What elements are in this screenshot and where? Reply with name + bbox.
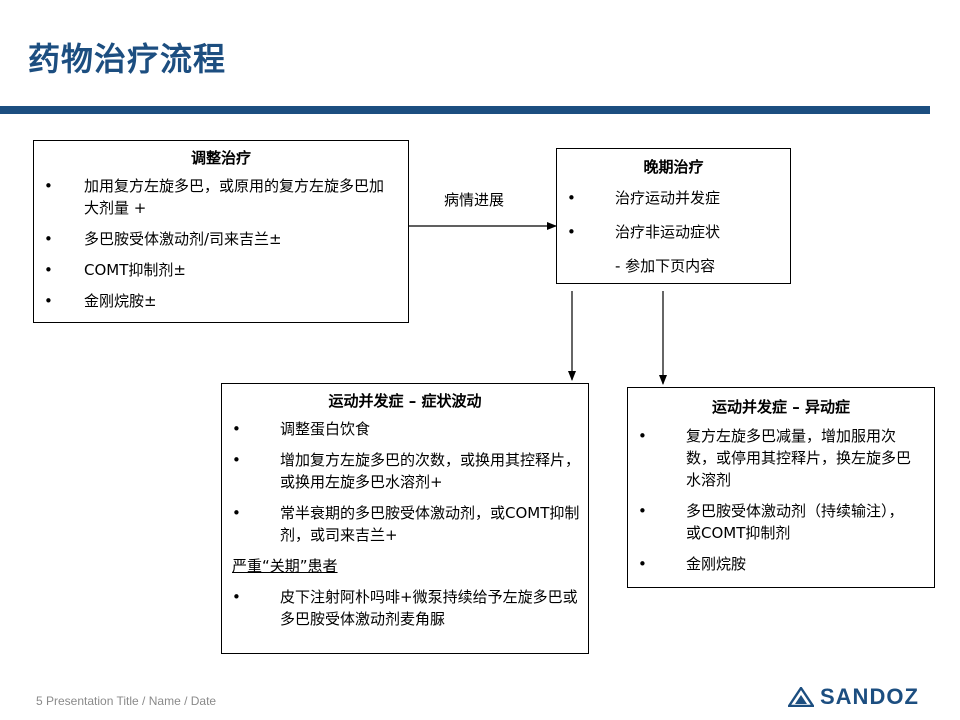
footer-text: 5 Presentation Title / Name / Date (36, 694, 217, 708)
list-item: • 治疗运动并发症 (567, 189, 721, 207)
dyskinesia-box: 运动并发症 – 异动症 • 复方左旋多巴减量，增加服用次数，或停用其控释片，换左… (627, 387, 935, 588)
late-therapy-title: 晚期治疗 (643, 158, 704, 176)
bullet-icon: • (567, 223, 576, 241)
list-item: • 常半衰期的多巴胺受体激动剂，或COMT抑制剂，或司来吉兰+ (232, 504, 580, 544)
fluctuation-box: 运动并发症 – 症状波动 • 调整蛋白饮食 • 增加复方左旋多巴的次数，或换用其… (221, 383, 589, 654)
late-therapy-list: • 治疗运动并发症 • 治疗非运动症状 (557, 187, 790, 243)
fluctuation-title: 运动并发症 – 症状波动 (328, 392, 482, 410)
bullet-icon: • (44, 261, 53, 279)
list-item: • 金刚烷胺 (638, 555, 747, 573)
list-item: • 多巴胺受体激动剂/司来吉兰± (44, 230, 282, 248)
dyskinesia-title: 运动并发症 – 异动症 (712, 398, 850, 416)
sandoz-logo-icon (788, 687, 814, 707)
list-item: • 调整蛋白饮食 (232, 420, 371, 438)
severe-off-list: • 皮下注射阿朴吗啡+微泵持续给予左旋多巴或多巴胺受体激动剂麦角脲 (222, 586, 588, 630)
title-divider (0, 106, 930, 114)
bullet-icon: • (44, 292, 53, 310)
bullet-icon: • (44, 177, 53, 195)
list-item: • 增加复方左旋多巴的次数，或换用其控释片，或换用左旋多巴水溶剂+ (232, 451, 581, 491)
severe-off-heading: 严重“关期”患者 (232, 557, 338, 575)
late-therapy-box: 晚期治疗 • 治疗运动并发症 • 治疗非运动症状 - 参加下页内容 (556, 148, 791, 284)
page-title: 药物治疗流程 (28, 40, 227, 78)
adjust-therapy-box: 调整治疗 • 加用复方左旋多巴，或原用的复方左旋多巴加大剂量 + • 多巴胺受体… (33, 140, 409, 323)
bullet-icon: • (638, 502, 647, 520)
list-item: • 加用复方左旋多巴，或原用的复方左旋多巴加大剂量 + (44, 177, 385, 217)
bullet-icon: • (567, 189, 576, 207)
bullet-icon: • (232, 588, 241, 606)
list-item: • 多巴胺受体激动剂（持续输注），或COMT抑制剂 (638, 502, 904, 542)
list-item: • 皮下注射阿朴吗啡+微泵持续给予左旋多巴或多巴胺受体激动剂麦角脲 (232, 588, 578, 628)
bullet-icon: • (638, 427, 647, 445)
bullet-icon: • (232, 504, 241, 522)
dyskinesia-list: • 复方左旋多巴减量，增加服用次数，或停用其控释片，换左旋多巴水溶剂 • 多巴胺… (628, 425, 934, 575)
bullet-icon: • (232, 420, 241, 438)
list-item: • 复方左旋多巴减量，增加服用次数，或停用其控释片，换左旋多巴水溶剂 (638, 427, 912, 489)
fluctuation-list: • 调整蛋白饮食 • 增加复方左旋多巴的次数，或换用其控释片，或换用左旋多巴水溶… (222, 418, 588, 546)
adjust-therapy-title: 调整治疗 (190, 149, 251, 167)
late-therapy-note: - 参加下页内容 (615, 257, 716, 275)
logo-wordmark: SANDOZ (820, 684, 919, 709)
list-item: • COMT抑制剂± (44, 261, 186, 279)
bullet-icon: • (638, 555, 647, 573)
adjust-therapy-list: • 加用复方左旋多巴，或原用的复方左旋多巴加大剂量 + • 多巴胺受体激动剂/司… (34, 175, 408, 312)
bullet-icon: • (232, 451, 241, 469)
list-item: • 金刚烷胺± (44, 292, 157, 310)
bullet-icon: • (44, 230, 53, 248)
progression-label: 病情进展 (444, 191, 505, 209)
list-item: • 治疗非运动症状 (567, 223, 721, 241)
sandoz-logo: SANDOZ (788, 684, 919, 710)
